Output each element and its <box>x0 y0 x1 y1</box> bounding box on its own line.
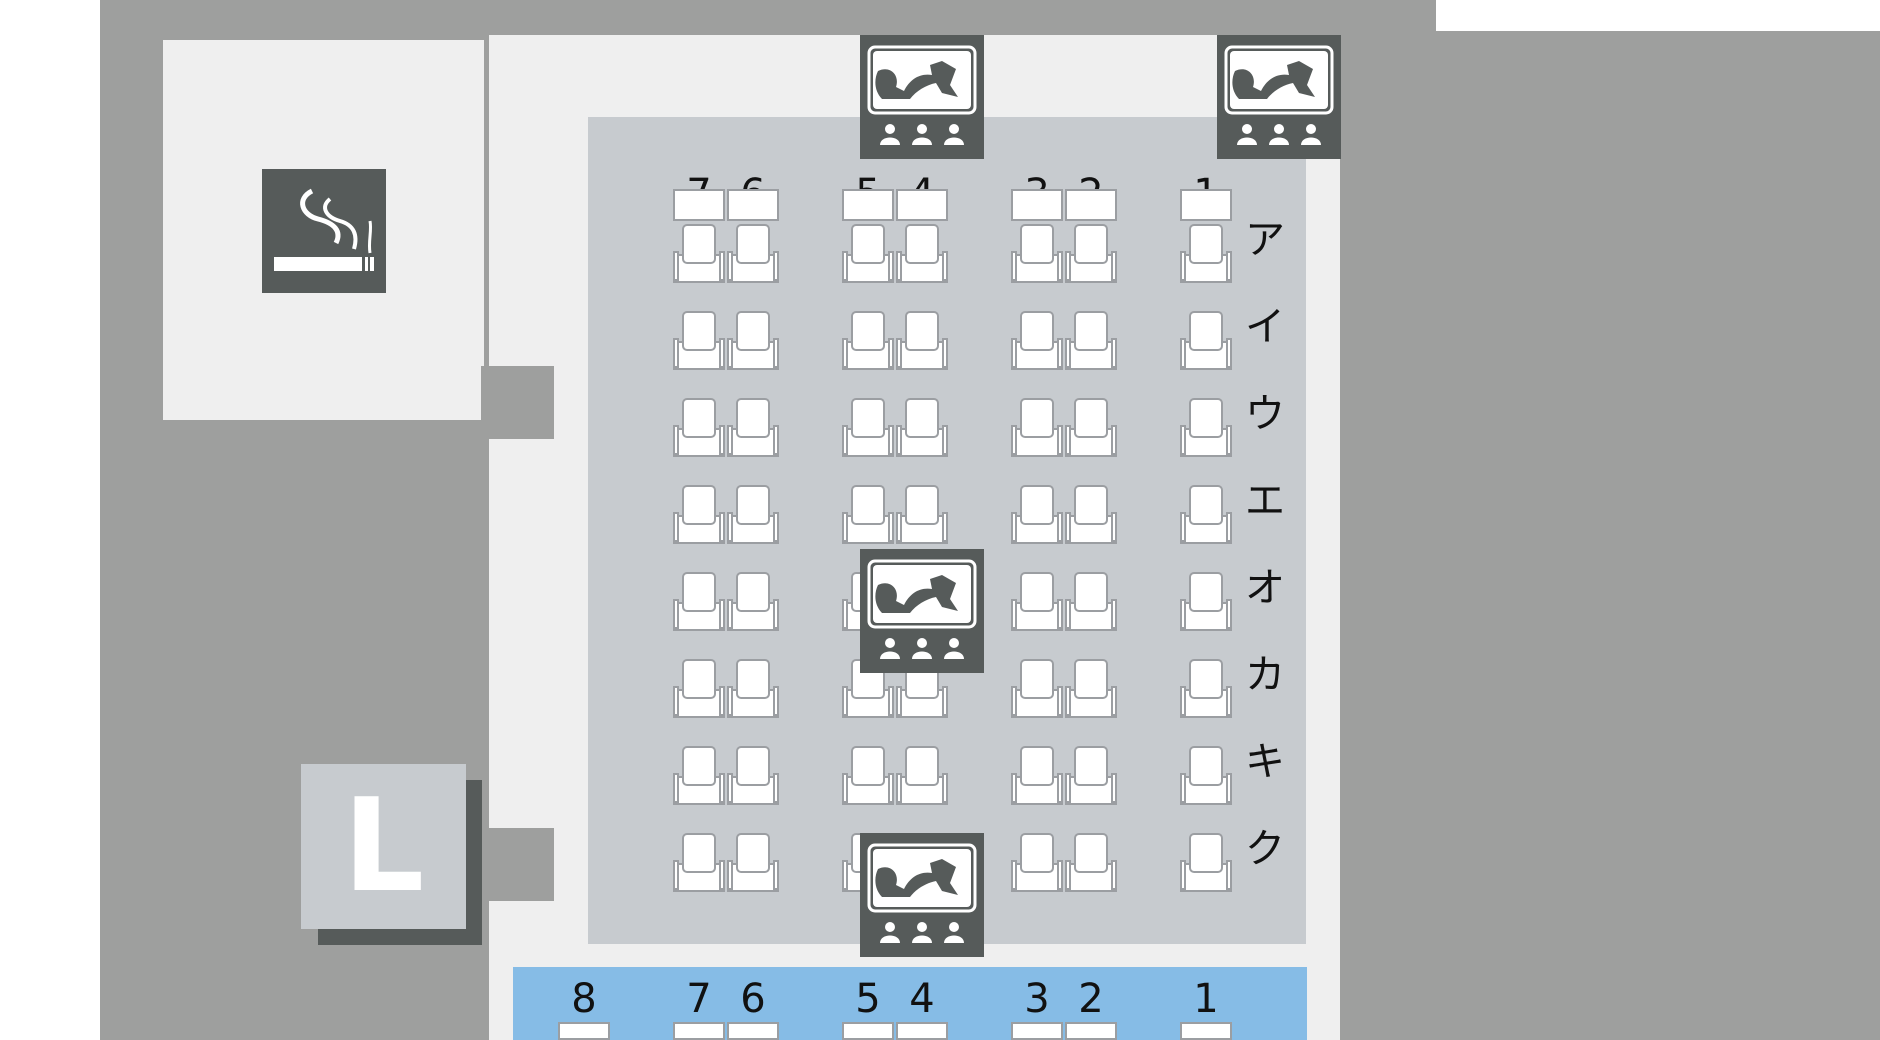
seat-ク-3[interactable] <box>1011 830 1063 892</box>
front-seat[interactable] <box>727 1022 779 1040</box>
seat-イ-6[interactable] <box>727 308 779 370</box>
seat-キ-5[interactable] <box>842 743 894 805</box>
lounge-l-icon[interactable]: L <box>301 764 466 929</box>
seat-キ-4[interactable] <box>896 743 948 805</box>
seat-ウ-4[interactable] <box>896 395 948 457</box>
top-right-white <box>1436 0 1880 31</box>
seat-エ-1[interactable] <box>1180 482 1232 544</box>
seat-ウ-1[interactable] <box>1180 395 1232 457</box>
seat-ウ-5[interactable] <box>842 395 894 457</box>
seat-キ-3[interactable] <box>1011 743 1063 805</box>
seat-イ-3[interactable] <box>1011 308 1063 370</box>
seat-カ-7[interactable] <box>673 656 725 718</box>
row-label: イ <box>1245 304 1285 350</box>
front-column-number: 6 <box>740 976 766 1022</box>
seat-ア-7[interactable] <box>673 221 725 283</box>
row-label: エ <box>1245 478 1285 524</box>
seat-イ-1[interactable] <box>1180 308 1232 370</box>
seat-カ-3[interactable] <box>1011 656 1063 718</box>
race-monitor-icon <box>860 549 984 673</box>
column-label-box <box>727 189 779 221</box>
seat-カ-6[interactable] <box>727 656 779 718</box>
seat-イ-2[interactable] <box>1065 308 1117 370</box>
seat-オ-7[interactable] <box>673 569 725 631</box>
seat-エ-7[interactable] <box>673 482 725 544</box>
seat-カ-2[interactable] <box>1065 656 1117 718</box>
front-column-number: 5 <box>855 976 881 1022</box>
door-lower <box>481 828 554 901</box>
front-column-number: 3 <box>1024 976 1050 1022</box>
seat-ア-4[interactable] <box>896 221 948 283</box>
front-column-number: 8 <box>571 976 597 1022</box>
column-label-box <box>842 189 894 221</box>
seat-イ-4[interactable] <box>896 308 948 370</box>
column-label-box <box>1065 189 1117 221</box>
seat-オ-6[interactable] <box>727 569 779 631</box>
front-column-number: 1 <box>1193 976 1219 1022</box>
front-column-number: 4 <box>909 976 935 1022</box>
column-label-box <box>896 189 948 221</box>
seat-キ-7[interactable] <box>673 743 725 805</box>
seat-キ-2[interactable] <box>1065 743 1117 805</box>
seat-キ-1[interactable] <box>1180 743 1232 805</box>
seat-エ-2[interactable] <box>1065 482 1117 544</box>
front-seat[interactable] <box>558 1022 610 1040</box>
seat-ア-1[interactable] <box>1180 221 1232 283</box>
door-upper <box>481 366 554 439</box>
seat-エ-3[interactable] <box>1011 482 1063 544</box>
seat-イ-7[interactable] <box>673 308 725 370</box>
seat-キ-6[interactable] <box>727 743 779 805</box>
seat-ア-6[interactable] <box>727 221 779 283</box>
lounge-l-label: L <box>342 772 425 921</box>
race-monitor-icon <box>860 35 984 159</box>
column-label-box <box>1180 189 1232 221</box>
front-seat[interactable] <box>1011 1022 1063 1040</box>
seat-ア-3[interactable] <box>1011 221 1063 283</box>
row-label: ウ <box>1245 391 1285 437</box>
seat-ク-2[interactable] <box>1065 830 1117 892</box>
front-seat[interactable] <box>896 1022 948 1040</box>
smoking-area-icon <box>262 169 386 293</box>
seat-ア-5[interactable] <box>842 221 894 283</box>
seat-エ-6[interactable] <box>727 482 779 544</box>
front-seat[interactable] <box>1065 1022 1117 1040</box>
race-monitor-icon <box>860 833 984 957</box>
seat-ア-2[interactable] <box>1065 221 1117 283</box>
seat-イ-5[interactable] <box>842 308 894 370</box>
seat-ウ-6[interactable] <box>727 395 779 457</box>
front-column-number: 7 <box>686 976 712 1022</box>
seat-ク-1[interactable] <box>1180 830 1232 892</box>
seat-ウ-2[interactable] <box>1065 395 1117 457</box>
seat-ク-7[interactable] <box>673 830 725 892</box>
seat-オ-1[interactable] <box>1180 569 1232 631</box>
front-seat[interactable] <box>842 1022 894 1040</box>
seat-ウ-3[interactable] <box>1011 395 1063 457</box>
seat-オ-2[interactable] <box>1065 569 1117 631</box>
seat-エ-4[interactable] <box>896 482 948 544</box>
column-label-box <box>673 189 725 221</box>
front-seat[interactable] <box>1180 1022 1232 1040</box>
row-label: キ <box>1245 739 1285 785</box>
row-label: オ <box>1245 565 1285 611</box>
race-monitor-icon <box>1217 35 1341 159</box>
row-label: カ <box>1245 652 1285 698</box>
column-label-box <box>1011 189 1063 221</box>
front-seat[interactable] <box>673 1022 725 1040</box>
row-label: ア <box>1245 217 1285 263</box>
row-label: ク <box>1245 826 1285 872</box>
seat-カ-1[interactable] <box>1180 656 1232 718</box>
seat-ウ-7[interactable] <box>673 395 725 457</box>
front-column-number: 2 <box>1078 976 1104 1022</box>
seat-ク-6[interactable] <box>727 830 779 892</box>
seat-カ-5[interactable] <box>842 656 894 718</box>
seat-エ-5[interactable] <box>842 482 894 544</box>
seat-オ-3[interactable] <box>1011 569 1063 631</box>
